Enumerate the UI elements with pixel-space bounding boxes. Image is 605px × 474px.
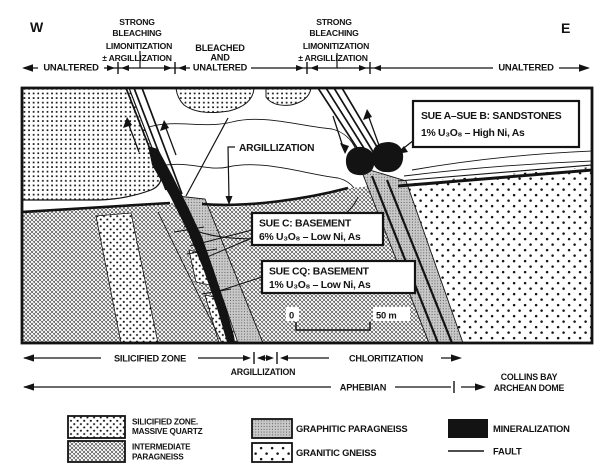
legend-intermediate-line1: INTERMEDIATE [132,443,191,452]
legend-item-graphitic: GRAPHITIC PARAGNEISS [251,418,408,439]
top-alteration-ruler: W E UNALTERED STRONG BLEACHING LIMONITIZ… [22,17,590,74]
bleach-front-lower [151,163,355,189]
legend-item-silicified: SILICIFIED ZONE. MASSIVE QUARTZ [67,415,203,439]
sandstone-remnant-1 [175,89,255,113]
section-frame [20,86,594,345]
zone-strong-bleaching-right: STRONG BLEACHING LIMONITIZATION ± ARGILL… [298,17,369,68]
strong-right-line4: ± ARGILLIZATION [298,53,368,63]
sue-c-box: SUE C: BASEMENT 6% U₃O₈ – Low Ni, As [250,211,385,247]
sue-c-line1: SUE C: BASEMENT [259,219,352,230]
strong-right-line3: LIMONITIZATION [303,41,369,51]
granitic-gneiss-region [404,167,591,342]
legend-intermediate-line2: PARAGNEISS [132,453,184,462]
legend-graphitic-label: GRAPHITIC PARAGNEISS [296,423,407,434]
ruler-arrow-left [22,64,33,72]
legend-swatch-graphitic [251,418,293,439]
legend-swatch-silicified [67,415,126,439]
sue-ab-arrow [397,146,408,154]
east-fault-zone-upper [317,89,384,158]
argillization-arrow [225,196,233,205]
sue-cq-line1: SUE CQ: BASEMENT [269,267,370,278]
east-fault-zone-lower [370,175,453,342]
collins-bay-label-line2: ARCHEAN DOME [494,383,565,393]
legend-swatch-granitic [251,442,293,463]
deposit-leader-lines [173,226,263,295]
scale-end: 50 m [376,310,397,321]
zone-unaltered-right: UNALTERED [498,62,554,73]
aphebian-ruler: APHEBIAN COLLINS BAY ARCHEAN DOME [23,372,565,393]
legend-granitic-label: GRANITIC GNEISS [296,447,376,458]
zone-bleached-and-unaltered: BLEACHED AND UNALTERED [190,43,251,73]
scale-start: 0 [289,310,294,321]
bleached-line2: AND [210,53,230,63]
strong-left-line4: ± ARGILLIZATION [102,53,172,63]
legend-silicified-line2: MASSIVE QUARTZ [132,427,203,436]
argillization-label: ARGILLIZATION [239,143,314,154]
legend-fault-label: FAULT [493,446,522,457]
bottom-zone-ruler: SILICIFIED ZONE CHLORITIZATION ARGILLIZA… [23,351,462,377]
legend-swatch-mineralization [448,419,488,438]
argillization-zone-label: ARGILLIZATION [231,367,296,377]
strong-left-line3: LIMONITIZATION [106,41,172,51]
sandstone-remnant-2 [265,89,312,106]
zone-unaltered-left: UNALTERED [43,62,99,73]
bleached-line3: UNALTERED [193,63,248,73]
collins-bay-label-line1: COLLINS BAY [501,372,558,382]
legend-item-granitic: GRANITIC GNEISS [251,442,377,463]
legend-item-mineralization: MINERALIZATION [448,419,570,438]
strong-left-line2: BLEACHING [112,28,162,38]
sue-c-line2: 6% U₃O₈ – Low Ni, As [259,232,361,243]
silicified-zone-label: SILICIFIED ZONE [114,354,186,364]
mineralization-pod-unconformity [345,142,404,176]
east-label: E [561,20,570,36]
legend-swatch-intermediate [67,440,126,463]
sue-ab-line1: SUE A–SUE B: SANDSTONES [421,111,562,122]
sue-cq-line2: 1% U₃O₈ – Low Ni, As [269,280,371,291]
zone-strong-bleaching-left: STRONG BLEACHING LIMONITIZATION ± ARGILL… [102,17,172,68]
sue-ab-box: SUE A–SUE B: SANDSTONES 1% U₃O₈ – High N… [411,99,581,149]
silicified-band [95,212,159,342]
aphebian-label: APHEBIAN [340,383,387,393]
west-label: W [30,19,44,35]
legend-mineralization-label: MINERALIZATION [493,423,570,434]
fault-splay-line [185,117,229,197]
sue-cq-box: SUE CQ: BASEMENT 1% U₃O₈ – Low Ni, As [260,259,417,295]
legend: SILICIFIED ZONE. MASSIVE QUARTZ INTERMED… [67,415,570,463]
argillization-annotation: ARGILLIZATION [225,140,329,205]
legend-item-intermediate: INTERMEDIATE PARAGNEISS [67,440,191,463]
mineralization-vein [148,146,235,342]
unconformity-lines [23,150,591,214]
fault-movement-arrows [123,109,381,156]
strong-right-line2: BLEACHING [309,28,359,38]
sue-ab-line2: 1% U₃O₈ – High Ni, As [421,128,525,139]
scale-bar: 0 50 m [286,307,410,331]
legend-silicified-line1: SILICIFIED ZONE. [132,418,198,427]
bleached-line1: BLEACHED [195,43,245,53]
bleach-front-upper [148,118,357,151]
chloritization-label: CHLORITIZATION [349,354,424,364]
strong-right-line1: STRONG [316,17,352,27]
strong-left-line1: STRONG [119,17,155,27]
legend-item-fault: FAULT [448,446,522,457]
ruler-arrow-right [579,64,590,72]
section-interior: ARGILLIZATION SUE A–SUE B: SANDSTONES 1%… [23,89,591,342]
